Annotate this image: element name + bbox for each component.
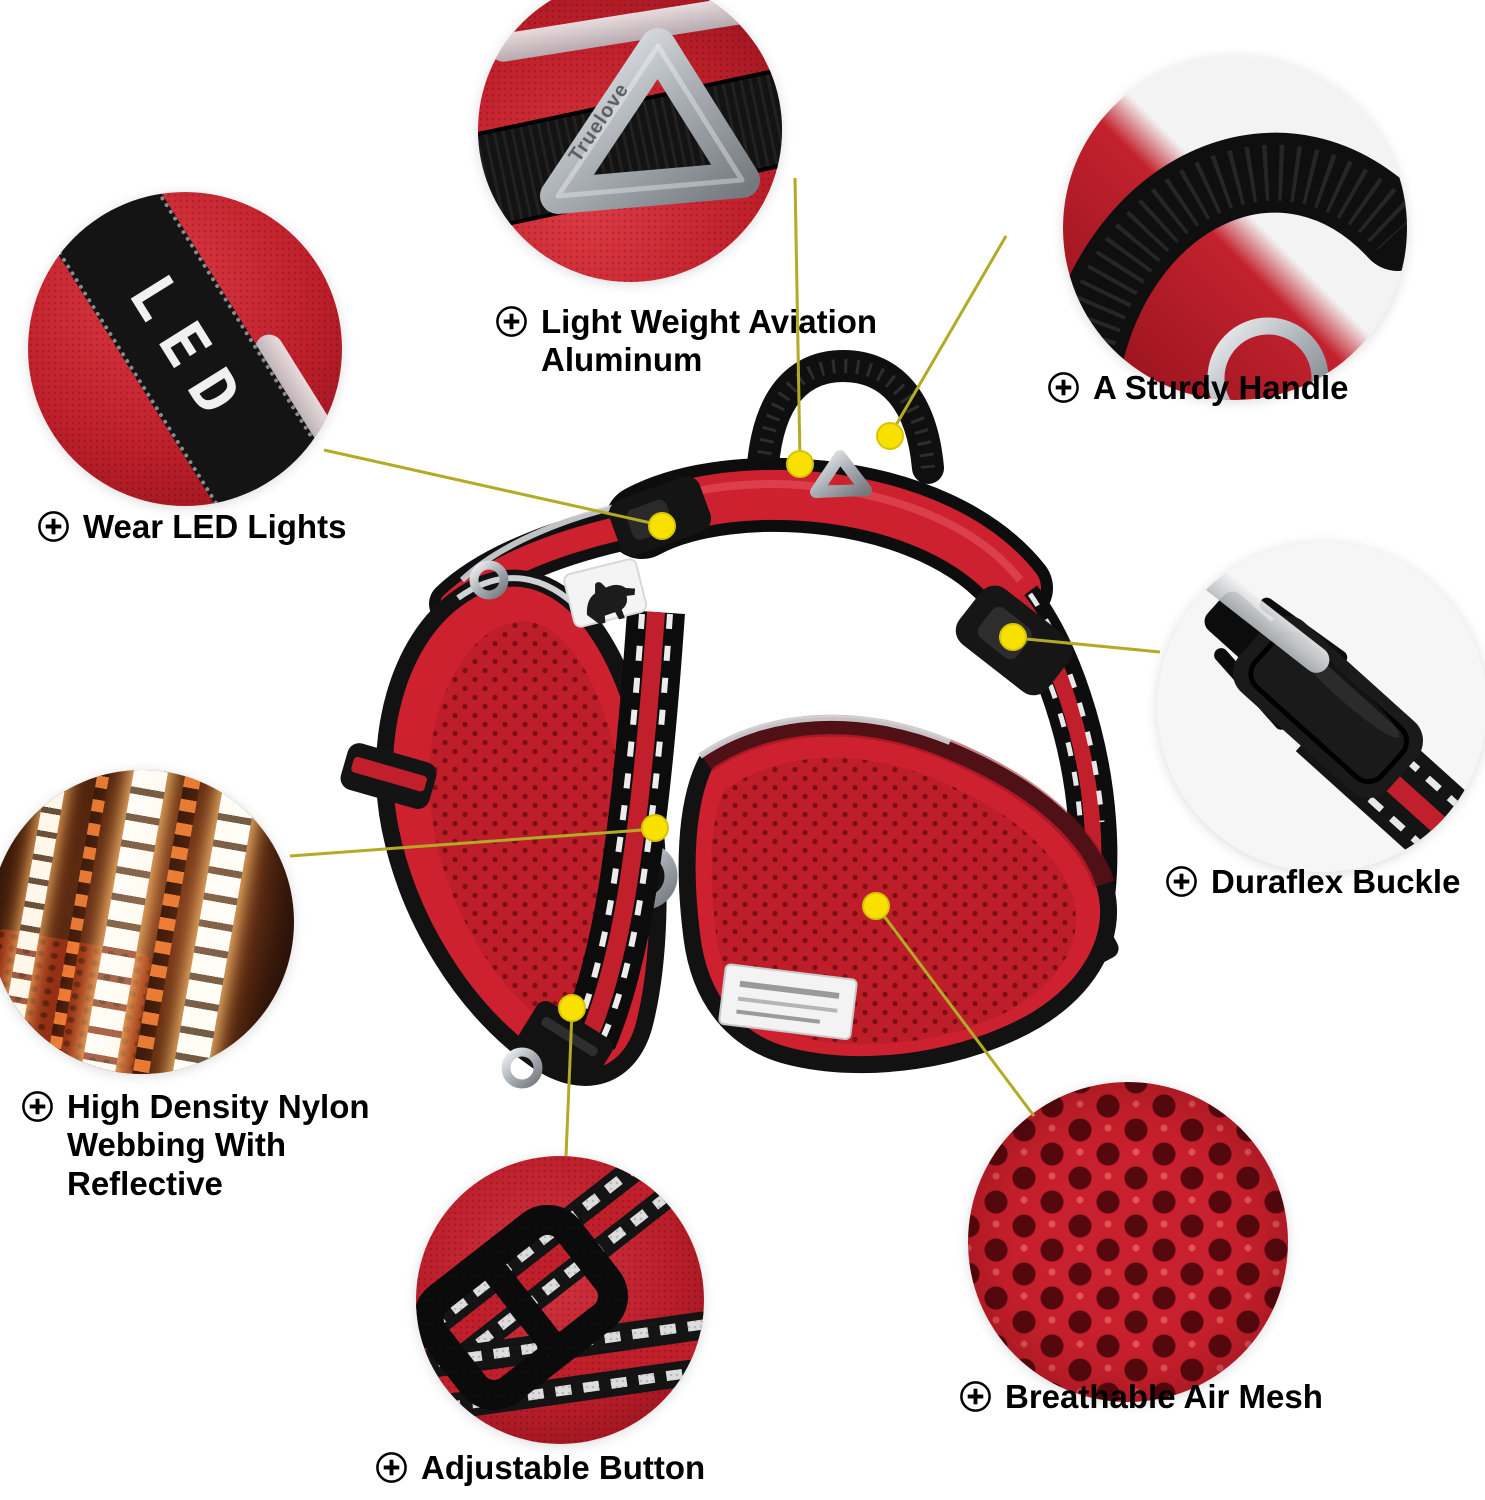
harness-front-strap: [561, 610, 685, 1050]
plus-circle-icon: [376, 1452, 407, 1483]
buckle-detail: [1204, 591, 1485, 872]
harness-woven-label: [718, 963, 858, 1041]
plus-circle-icon: [496, 306, 527, 337]
plus-circle-icon: [960, 1381, 991, 1412]
inset-photo-led-webbing: LED: [28, 192, 342, 506]
feature-button: Adjustable Button: [374, 1449, 794, 1487]
feature-label: Adjustable Button: [421, 1449, 706, 1486]
feature-label: A Sturdy Handle: [1093, 369, 1349, 406]
harness-side-strap-stub: [340, 743, 437, 809]
dog-logo-icon: [586, 582, 636, 625]
feature-mesh: Breathable Air Mesh: [958, 1378, 1448, 1416]
inset-photo-duraflex-buckle: [1157, 542, 1485, 872]
harness-bottom-dring: [501, 1047, 543, 1089]
feature-webbing: High Density Nylon Webbing With Reflecti…: [20, 1088, 410, 1203]
feature-label: Light Weight Aviation Aluminum: [541, 303, 878, 379]
feature-label: Breathable Air Mesh: [1005, 1378, 1323, 1415]
aluminum-dring-icon: Truelove: [540, 28, 760, 214]
harness-logo-patch: [563, 558, 648, 628]
plus-circle-icon: [22, 1091, 53, 1122]
plus-circle-icon: [1048, 372, 1079, 403]
feature-label: Wear LED Lights: [83, 508, 347, 545]
harness-chest-dring: [469, 560, 509, 600]
inset-photo-air-mesh: [968, 1082, 1288, 1402]
feature-aluminum: Light Weight Aviation Aluminum: [494, 303, 944, 380]
feature-handle: A Sturdy Handle: [1046, 369, 1466, 407]
inset-photo-reflective-webbing: [0, 770, 294, 1074]
harness-left-buckle: [608, 476, 712, 556]
triglide-slider-icon: [416, 1204, 629, 1410]
feature-label: Duraflex Buckle: [1211, 863, 1461, 900]
fabric-texture: [416, 1156, 704, 1444]
plus-circle-icon: [38, 511, 69, 542]
inset-photo-adjustable-button: [416, 1156, 704, 1444]
feature-buckle: Duraflex Buckle: [1164, 863, 1485, 901]
inset-photo-aluminum-dring: Truelove: [478, 0, 782, 282]
handle-detail: [1063, 132, 1407, 400]
duraflex-buckle-icon: [1204, 591, 1424, 799]
feature-label: High Density Nylon Webbing With Reflecti…: [67, 1088, 370, 1202]
harness-top-dring: [810, 450, 872, 498]
inset-photo-sturdy-handle: [1063, 56, 1407, 400]
feature-led: Wear LED Lights: [36, 508, 456, 546]
plus-circle-icon: [1166, 866, 1197, 897]
